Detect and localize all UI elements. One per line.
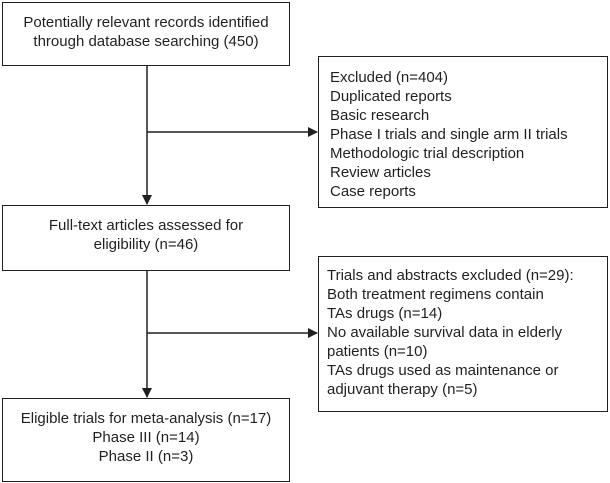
excluded-line: Excluded (n=404) xyxy=(330,69,448,86)
excluded-line: Methodologic trial description xyxy=(330,145,525,162)
excluded-line: Review articles xyxy=(330,164,431,181)
trials-excluded-line: TAs drugs used as maintenance or xyxy=(327,362,559,379)
records-identified-box: Potentially relevant records identified … xyxy=(2,2,290,66)
excluded-line: Duplicated reports xyxy=(330,88,452,105)
excluded-line: Phase I trials and single arm II trials xyxy=(330,126,568,143)
trials-excluded-line: Both treatment regimens contain xyxy=(327,286,544,303)
trials-excluded-line: Trials and abstracts excluded (n=29): xyxy=(327,267,574,284)
fulltext-line: Full-text articles assessed for xyxy=(48,217,244,234)
eligible-line: Eligible trials for meta-analysis (n=17) xyxy=(20,410,272,427)
eligible-trials-box: Eligible trials for meta-analysis (n=17)… xyxy=(2,398,290,482)
eligible-line: Phase III (n=14) xyxy=(92,429,200,446)
trials-excluded-box: Trials and abstracts excluded (n=29): Bo… xyxy=(318,256,608,412)
excluded-line: Case reports xyxy=(330,183,416,200)
records-line: through database searching (450) xyxy=(33,33,259,50)
fulltext-assessed-box: Full-text articles assessed for eligibil… xyxy=(2,205,290,271)
records-line: Potentially relevant records identified xyxy=(23,14,269,31)
trials-excluded-line: patients (n=10) xyxy=(327,343,428,360)
eligible-line: Phase II (n=3) xyxy=(98,448,194,465)
excluded-box: Excluded (n=404) Duplicated reports Basi… xyxy=(318,56,608,208)
excluded-line: Basic research xyxy=(330,107,430,124)
fulltext-line: eligibility (n=46) xyxy=(93,236,199,253)
trials-excluded-line: No available survival data in elderly xyxy=(327,324,563,341)
trials-excluded-line: adjuvant therapy (n=5) xyxy=(327,381,478,398)
trials-excluded-line: TAs drugs (n=14) xyxy=(327,305,443,322)
